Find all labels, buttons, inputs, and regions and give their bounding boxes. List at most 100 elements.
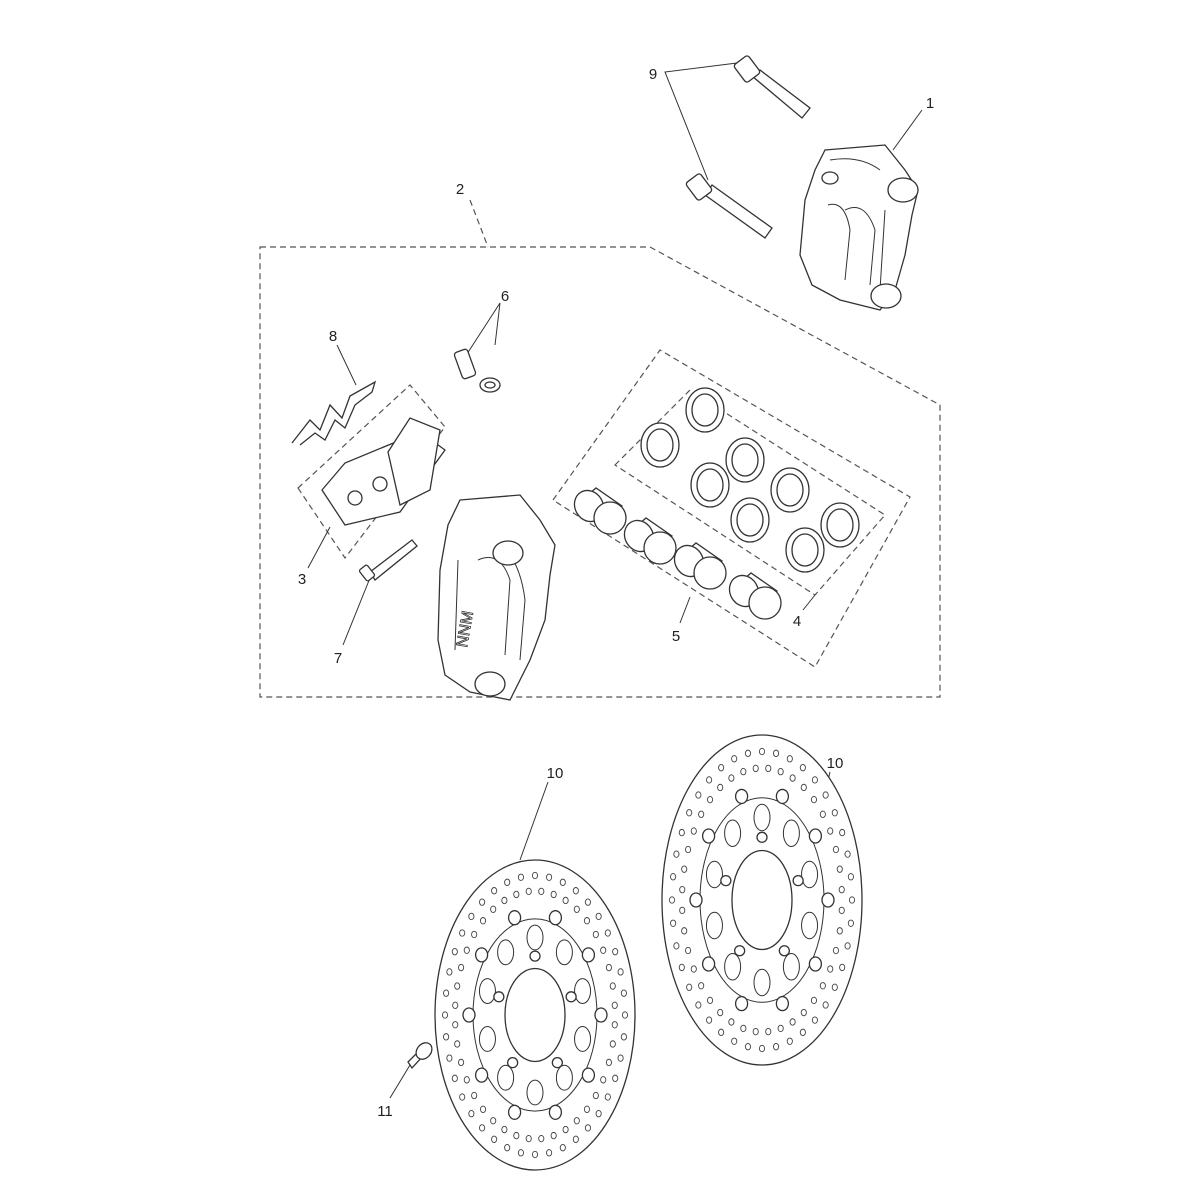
disc-hole bbox=[479, 1105, 487, 1113]
piston-kit-box bbox=[552, 349, 911, 668]
disc-hole bbox=[611, 1021, 618, 1029]
disc-hole bbox=[718, 1028, 725, 1036]
disc-hole bbox=[550, 1131, 557, 1140]
disc-hole bbox=[777, 767, 784, 776]
float-button bbox=[775, 995, 790, 1012]
disc-hole bbox=[458, 963, 465, 972]
callout-1: 1 bbox=[926, 95, 934, 112]
disc-hole bbox=[605, 963, 612, 972]
disc-hole bbox=[706, 1016, 713, 1024]
disc-hole bbox=[695, 1001, 702, 1009]
carrier-window bbox=[574, 1026, 592, 1052]
float-button bbox=[581, 947, 596, 963]
disc-hole bbox=[443, 1033, 450, 1041]
disc-hole bbox=[799, 1028, 806, 1036]
disc-hole bbox=[752, 1027, 759, 1036]
callout-8: 8 bbox=[329, 328, 337, 345]
disc-hole bbox=[838, 906, 845, 915]
disc-hole bbox=[468, 912, 475, 921]
disc-hole bbox=[765, 1027, 772, 1036]
disc-hole bbox=[847, 919, 854, 927]
disc-hole bbox=[698, 982, 705, 990]
disc-hole bbox=[695, 791, 702, 799]
piston-seal bbox=[770, 467, 810, 513]
disc-hole bbox=[752, 764, 759, 773]
disc-hole bbox=[679, 885, 686, 894]
disc-hole bbox=[517, 1149, 524, 1157]
callout-5: 5 bbox=[672, 628, 680, 645]
disc-hole bbox=[717, 1008, 724, 1017]
mount-hole bbox=[507, 1057, 519, 1069]
carrier-window bbox=[724, 819, 742, 847]
carrier-window bbox=[555, 939, 573, 966]
disc-hole bbox=[777, 1024, 784, 1033]
disc-hole bbox=[490, 905, 497, 913]
disc-hole bbox=[678, 828, 685, 837]
caliper-logo: NNM bbox=[454, 610, 477, 649]
carrier-window bbox=[478, 978, 496, 1004]
disc-hole bbox=[832, 845, 839, 854]
disc-hole bbox=[848, 896, 856, 904]
callout-3: 3 bbox=[298, 571, 306, 588]
disc-hole bbox=[670, 919, 677, 927]
disc-hole bbox=[612, 1074, 619, 1082]
float-button bbox=[689, 892, 703, 908]
disc-hole bbox=[681, 865, 688, 873]
disc-hole bbox=[765, 764, 772, 773]
disc-hole bbox=[773, 749, 780, 757]
disc-hole bbox=[706, 795, 714, 804]
disc-hole bbox=[490, 1117, 497, 1125]
disc-hole bbox=[573, 1117, 580, 1125]
float-button bbox=[701, 956, 716, 972]
disc-hole bbox=[468, 1109, 475, 1118]
disc-hole bbox=[827, 827, 834, 835]
disc-hole bbox=[685, 946, 692, 955]
disc-hole bbox=[744, 749, 751, 757]
carrier-window bbox=[555, 1064, 573, 1091]
disc-hole bbox=[673, 942, 680, 950]
disc-hole bbox=[538, 887, 545, 896]
float-button bbox=[474, 1067, 489, 1083]
disc-hole bbox=[731, 1037, 738, 1045]
disc-hole bbox=[504, 1144, 511, 1152]
disc-hole bbox=[546, 1149, 553, 1157]
disc-hole bbox=[673, 850, 680, 858]
disc-hole bbox=[595, 912, 602, 921]
disc-hole bbox=[706, 776, 713, 784]
pistons bbox=[573, 487, 782, 620]
carrier-window bbox=[705, 860, 723, 889]
disc-hole bbox=[463, 946, 470, 954]
caliper-kit-box bbox=[259, 246, 941, 698]
mount-hole bbox=[720, 874, 732, 887]
mount-hole bbox=[551, 1057, 563, 1069]
disc-hole bbox=[491, 1135, 498, 1143]
piston bbox=[573, 487, 627, 535]
disc-hole bbox=[592, 1091, 599, 1100]
disc-hole bbox=[831, 983, 838, 991]
disc-hole bbox=[612, 948, 619, 956]
disc-hole bbox=[572, 887, 579, 895]
carrier-window bbox=[801, 911, 819, 940]
mount-hole bbox=[529, 950, 541, 962]
float-button bbox=[821, 892, 835, 908]
piston-seal bbox=[725, 437, 765, 483]
float-button bbox=[507, 910, 522, 926]
disc-hole bbox=[441, 1011, 449, 1019]
float-button bbox=[581, 1067, 596, 1083]
disc-hole bbox=[451, 1074, 458, 1082]
float-button bbox=[548, 910, 563, 926]
disc-hole bbox=[786, 1037, 793, 1045]
float-button bbox=[507, 1104, 522, 1120]
disc-hole bbox=[463, 1076, 470, 1084]
disc-hole bbox=[600, 946, 607, 954]
disc-hole bbox=[668, 896, 676, 904]
carrier-window bbox=[526, 924, 544, 951]
piston-seals bbox=[640, 387, 860, 573]
callout-7: 7 bbox=[334, 650, 342, 667]
disc-hole bbox=[800, 1008, 807, 1017]
disc-hole bbox=[609, 1040, 616, 1048]
disc-hole bbox=[836, 927, 843, 935]
disc-hole bbox=[800, 783, 807, 792]
